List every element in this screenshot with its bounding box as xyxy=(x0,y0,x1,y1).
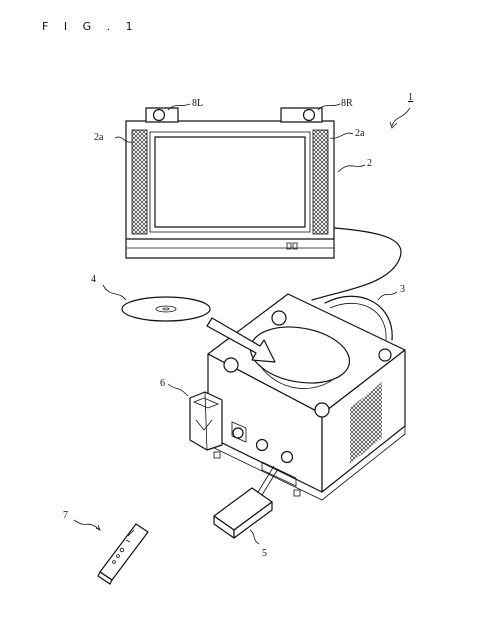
memory-card-slot-device xyxy=(189,391,223,451)
label-marker-left: 8L xyxy=(192,98,203,109)
label-controller: 7 xyxy=(63,510,68,521)
label-marker-right: 8R xyxy=(341,98,353,109)
label-console: 3 xyxy=(400,284,405,295)
television xyxy=(125,107,335,259)
speaker-right xyxy=(312,129,329,235)
leader-lines xyxy=(73,103,411,545)
figure-title: F I G . 1 xyxy=(42,20,139,33)
game-console xyxy=(207,293,406,501)
label-tv: 2 xyxy=(367,158,372,169)
label-speaker-left: 2a xyxy=(94,132,104,143)
marker-8r xyxy=(280,107,323,123)
speaker-left xyxy=(131,129,148,235)
optical-disc xyxy=(121,296,211,322)
av-cable xyxy=(311,227,402,301)
label-system: 1 xyxy=(408,92,413,103)
insert-arrow xyxy=(206,317,276,363)
label-card-slot-device: 6 xyxy=(160,378,165,389)
label-memory-card: 5 xyxy=(262,548,267,559)
label-speaker-right: 2a xyxy=(355,128,365,139)
label-disc: 4 xyxy=(91,274,96,285)
memory-card xyxy=(213,465,279,539)
remote-controller xyxy=(97,523,149,585)
